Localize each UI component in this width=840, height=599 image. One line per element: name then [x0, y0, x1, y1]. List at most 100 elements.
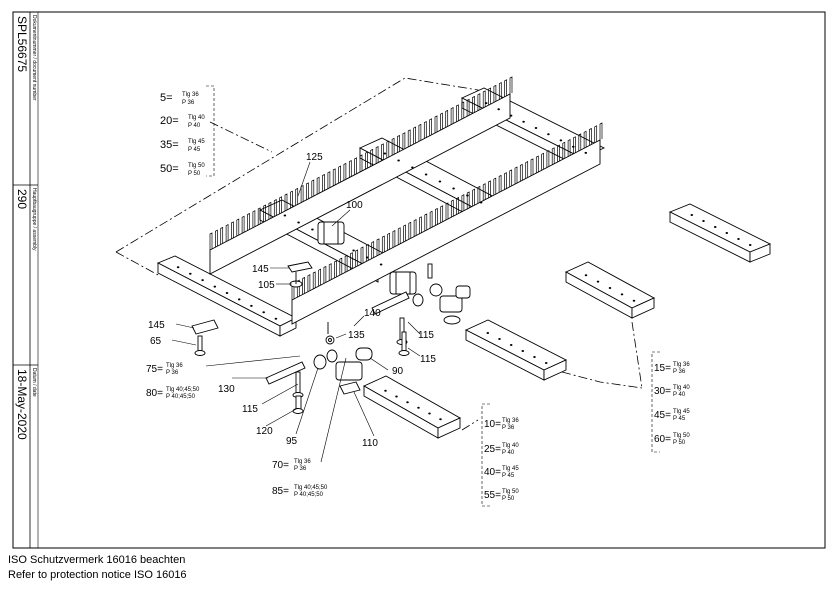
svg-text:P 40: P 40 — [502, 450, 515, 456]
legend-top-left: 5= Tlg 36 P 36 20= Tlg 40 P 40 35= Tlg 4… — [160, 92, 205, 177]
svg-text:Tlg 45: Tlg 45 — [673, 409, 690, 415]
svg-text:85=: 85= — [272, 486, 289, 497]
svg-text:25=: 25= — [484, 444, 501, 455]
callout-115-a: 115 — [418, 330, 434, 341]
svg-text:Tlg 36: Tlg 36 — [294, 459, 311, 465]
svg-text:Tlg 36: Tlg 36 — [502, 418, 519, 424]
callout-115-b: 115 — [420, 354, 436, 365]
svg-text:P 45: P 45 — [188, 147, 201, 153]
svg-text:55=: 55= — [484, 490, 501, 501]
right-hardware-cluster — [412, 263, 471, 325]
callout-130: 130 — [218, 384, 235, 395]
legend-right: 15= Tlg 36 P 36 30= Tlg 40 P 40 45= Tlg … — [654, 362, 690, 446]
doc-number: SPL56675 — [15, 16, 29, 73]
svg-text:30=: 30= — [654, 386, 671, 397]
bushing-95 — [313, 349, 338, 370]
svg-text:10=: 10= — [484, 419, 501, 430]
plate-145-lower — [191, 319, 219, 335]
legend-num: 5= — [160, 92, 173, 104]
pin-140 — [371, 291, 410, 315]
svg-text:P 36: P 36 — [166, 370, 179, 376]
svg-text:Tlg 40: Tlg 40 — [188, 115, 205, 121]
svg-text:P 36: P 36 — [294, 466, 307, 472]
svg-text:P 36: P 36 — [673, 369, 686, 375]
svg-text:P 45: P 45 — [673, 416, 686, 422]
date-value: 18-May-2020 — [15, 369, 29, 440]
svg-text:Tlg 40;45;50: Tlg 40;45;50 — [294, 485, 328, 491]
legend-leader-right-2 — [631, 321, 643, 389]
bolt-115-b — [398, 331, 410, 356]
boundary-line-left — [115, 251, 161, 277]
callout-65: 65 — [150, 336, 162, 347]
svg-text:75=: 75= — [146, 364, 163, 375]
callout-100: 100 — [346, 200, 363, 211]
plate-145-upper — [287, 261, 313, 273]
loose-pad-center — [464, 319, 568, 381]
svg-text:P 50: P 50 — [502, 496, 515, 502]
legend-leader-top — [209, 121, 273, 153]
callout-numbers: 125 100 145 105 145 65 140 135 115 115 9… — [148, 152, 436, 449]
callout-135: 135 — [348, 330, 365, 341]
svg-text:Tlg 36: Tlg 36 — [673, 362, 690, 368]
callout-145-lower: 145 — [148, 320, 165, 331]
legend-leader-right-1 — [561, 371, 643, 389]
callout-140: 140 — [364, 308, 381, 319]
link-bracket-right — [389, 271, 417, 295]
svg-text:80=: 80= — [146, 388, 163, 399]
bolt-105 — [289, 272, 303, 288]
legend-bottom-pair: 70= Tlg 36 P 36 85= Tlg 40;45;50 P 40;45… — [272, 459, 328, 498]
svg-text:P 40;45;50: P 40;45;50 — [294, 492, 324, 498]
callout-115-c: 115 — [242, 404, 258, 415]
svg-text:Tlg 40: Tlg 40 — [673, 385, 690, 391]
sheet-frame — [12, 11, 826, 549]
svg-text:P 45: P 45 — [502, 473, 515, 479]
svg-text:Tlg 45: Tlg 45 — [502, 466, 519, 472]
svg-text:Tlg 50: Tlg 50 — [188, 163, 205, 169]
svg-text:45=: 45= — [654, 410, 671, 421]
svg-text:P 40: P 40 — [673, 392, 686, 398]
svg-text:P 36: P 36 — [182, 100, 195, 106]
svg-text:60=: 60= — [654, 434, 671, 445]
callout-95: 95 — [286, 436, 298, 447]
pin-130 — [265, 361, 306, 385]
svg-text:Tlg 36: Tlg 36 — [182, 92, 199, 98]
track-shoe-row-rear — [291, 122, 603, 325]
date-label: Datum / date — [31, 368, 37, 397]
legend-brackets — [206, 85, 660, 507]
bolt-115-c — [292, 371, 304, 398]
callout-125: 125 — [306, 152, 323, 163]
svg-text:Tlg 36: Tlg 36 — [166, 363, 183, 369]
bolt-120 — [292, 395, 304, 414]
protection-notice-en: Refer to protection notice ISO 16016 — [8, 569, 187, 581]
svg-text:Tlg 50: Tlg 50 — [502, 489, 519, 495]
svg-text:40=: 40= — [484, 467, 501, 478]
callout-105: 105 — [258, 280, 275, 291]
svg-text:20=: 20= — [160, 115, 179, 127]
callout-110: 110 — [362, 438, 378, 449]
loose-pad-right-top — [668, 203, 772, 263]
legend-mid: 10= Tlg 36 P 36 25= Tlg 40 P 40 40= Tlg … — [484, 418, 519, 502]
svg-text:P 36: P 36 — [502, 425, 515, 431]
svg-text:15=: 15= — [654, 363, 671, 374]
loose-pad-bottom — [363, 375, 461, 439]
svg-text:Tlg 50: Tlg 50 — [673, 433, 690, 439]
link-bracket-100 — [317, 221, 345, 245]
washer-135 — [325, 322, 335, 345]
svg-text:Tlg 45: Tlg 45 — [188, 139, 205, 145]
track-shoe-row-front — [209, 76, 513, 275]
svg-text:Tlg 40: Tlg 40 — [502, 443, 519, 449]
svg-text:P 50: P 50 — [188, 171, 201, 177]
link-110 — [335, 361, 363, 395]
bushing-90 — [355, 347, 373, 361]
callout-120: 120 — [256, 426, 273, 437]
svg-text:Tlg 40;45;50: Tlg 40;45;50 — [166, 387, 200, 393]
legend-leader-mid — [461, 419, 479, 431]
svg-text:P 40: P 40 — [188, 123, 201, 129]
protection-notice-de: ISO Schutzvermerk 16016 beachten — [8, 554, 186, 566]
assembly-label: Hauptbaugruppe / assembly — [31, 188, 37, 251]
bolt-65 — [194, 335, 206, 356]
callout-145-upper: 145 — [252, 264, 269, 275]
svg-text:35=: 35= — [160, 139, 179, 151]
